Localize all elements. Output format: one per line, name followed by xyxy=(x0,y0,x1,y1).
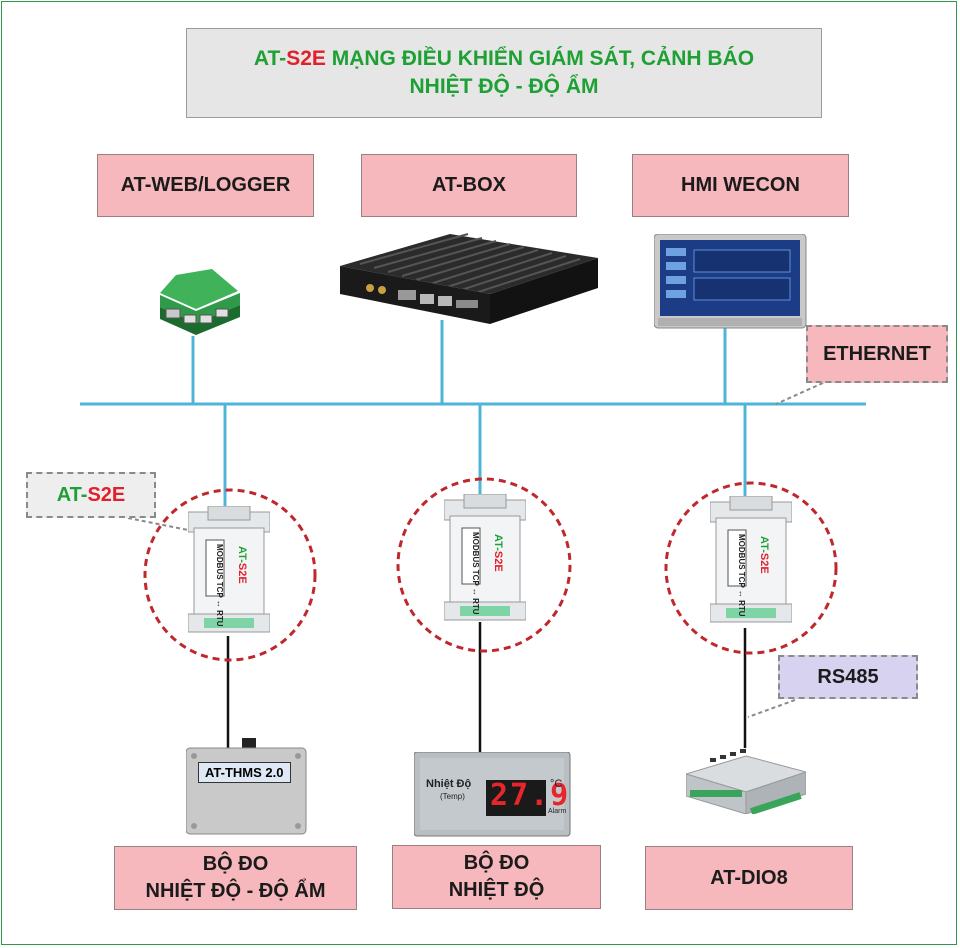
module-right-brand-red: S2E xyxy=(758,552,770,574)
title-line-2: NHIỆT ĐỘ - ĐỘ ẨM xyxy=(409,75,599,98)
s2e-callout-prefix: AT- xyxy=(56,483,88,506)
label-at-web-logger: AT-WEB/LOGGER xyxy=(97,154,314,217)
label-at-box: AT-BOX xyxy=(361,154,577,217)
thms-label: AT-THMS 2.0 xyxy=(198,762,291,783)
s2e-callout-red: S2E xyxy=(87,483,126,506)
highlight-circle-left xyxy=(143,488,317,662)
ethernet-callout-pointer xyxy=(775,382,824,405)
label-humidity-temp-sensor: BỘ ĐO NHIỆT ĐỘ - ĐỘ ẨM xyxy=(114,846,357,910)
module-mid-brand-prefix: AT- xyxy=(492,534,504,551)
module-right-protocol-1: MODBUS xyxy=(737,534,746,570)
highlight-circle-right xyxy=(664,481,838,655)
module-left-brand-red: S2E xyxy=(236,562,248,584)
label-mid-line-2: NHIỆT ĐỘ xyxy=(448,879,545,901)
module-left-protocol-2: TCP ↔ RTU xyxy=(215,581,224,627)
module-left-protocol-1: MODBUS xyxy=(215,544,224,580)
module-right-protocol-2: TCP ↔ RTU xyxy=(737,571,746,617)
s2e-module-left: MODBUS TCP ↔ RTU AT-S2E xyxy=(188,506,270,640)
s2e-module-mid: MODBUS TCP ↔ RTU AT-S2E xyxy=(444,494,526,628)
label-mid-line-1: BỘ ĐO xyxy=(463,852,530,874)
at-dio8-image xyxy=(686,749,806,814)
rs485-callout-pointer xyxy=(747,699,796,718)
module-left-brand-prefix: AT- xyxy=(236,546,248,563)
label-at-dio8: AT-DIO8 xyxy=(645,846,853,910)
title-prefix-red: S2E xyxy=(286,47,326,70)
s2e-module-right: MODBUS TCP ↔ RTU AT-S2E xyxy=(710,496,792,630)
label-left-line-1: BỘ ĐO xyxy=(202,853,269,875)
label-left-line-2: NHIỆT ĐỘ - ĐỘ ẨM xyxy=(145,880,326,902)
temp-display-title: Nhiệt Độ xyxy=(426,778,472,790)
title-line1-rest: MẠNG ĐIỀU KHIỂN GIÁM SÁT, CẢNH BÁO xyxy=(325,47,755,70)
module-mid-protocol-2: TCP ↔ RTU xyxy=(471,569,480,615)
temp-unit: °C xyxy=(550,778,563,790)
ethernet-callout: ETHERNET xyxy=(806,325,948,383)
at-box-image xyxy=(340,233,598,324)
title-line-1: AT-S2E MẠNG ĐIỀU KHIỂN GIÁM SÁT, CẢNH BÁ… xyxy=(187,45,821,73)
module-right-brand-prefix: AT- xyxy=(758,536,770,553)
temperature-display: Nhiệt Độ (Temp) 27.9 °C Alarm xyxy=(414,752,572,838)
hmi-wecon-image xyxy=(654,234,807,329)
at-thms-device: AT-THMS 2.0 xyxy=(186,738,308,836)
module-mid-protocol-1: MODBUS xyxy=(471,532,480,568)
highlight-circle-mid xyxy=(396,477,572,653)
temp-value: 27.9 xyxy=(490,778,571,813)
label-temp-sensor: BỘ ĐO NHIỆT ĐỘ xyxy=(392,845,601,909)
rs485-callout: RS485 xyxy=(778,655,918,699)
temp-display-sub: (Temp) xyxy=(440,792,465,801)
temp-lcd-panel xyxy=(486,780,546,816)
diagram-title: AT-S2E MẠNG ĐIỀU KHIỂN GIÁM SÁT, CẢNH BÁ… xyxy=(186,28,822,118)
temp-alarm: Alarm xyxy=(548,808,567,815)
s2e-callout: AT-S2E xyxy=(26,472,156,518)
s2e-callout-pointer xyxy=(127,517,189,531)
module-mid-brand-red: S2E xyxy=(492,550,504,572)
label-hmi-wecon: HMI WECON xyxy=(632,154,849,217)
raspberry-logger-image xyxy=(160,269,240,335)
title-prefix: AT- xyxy=(253,47,287,70)
